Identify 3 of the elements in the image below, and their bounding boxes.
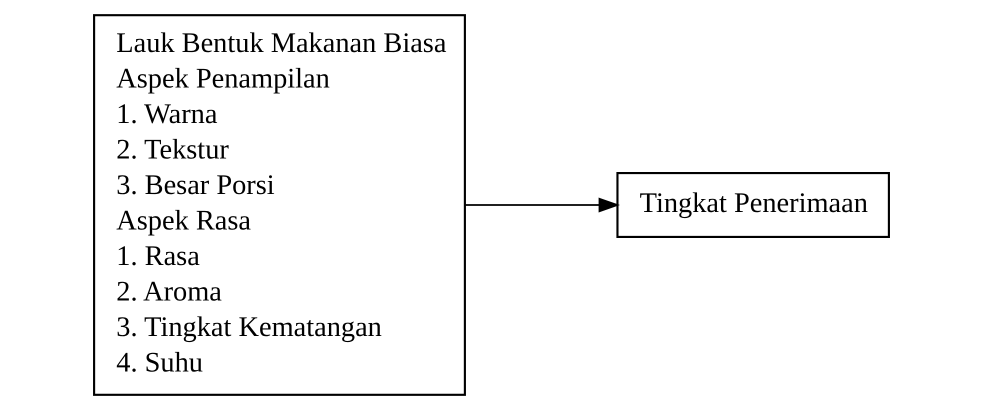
node-box: Lauk Bentuk Makanan Biasa Aspek Penampilan 1. Warna 2. Tekstur 3. Besar Porsi Aspek Rasa 1. Rasa 2. Aroma 3. Tingkat Kematangan 4. Suhu [92,14,466,396]
node-box: Tingkat Penerimaan [616,172,890,238]
arrow [464,198,620,212]
